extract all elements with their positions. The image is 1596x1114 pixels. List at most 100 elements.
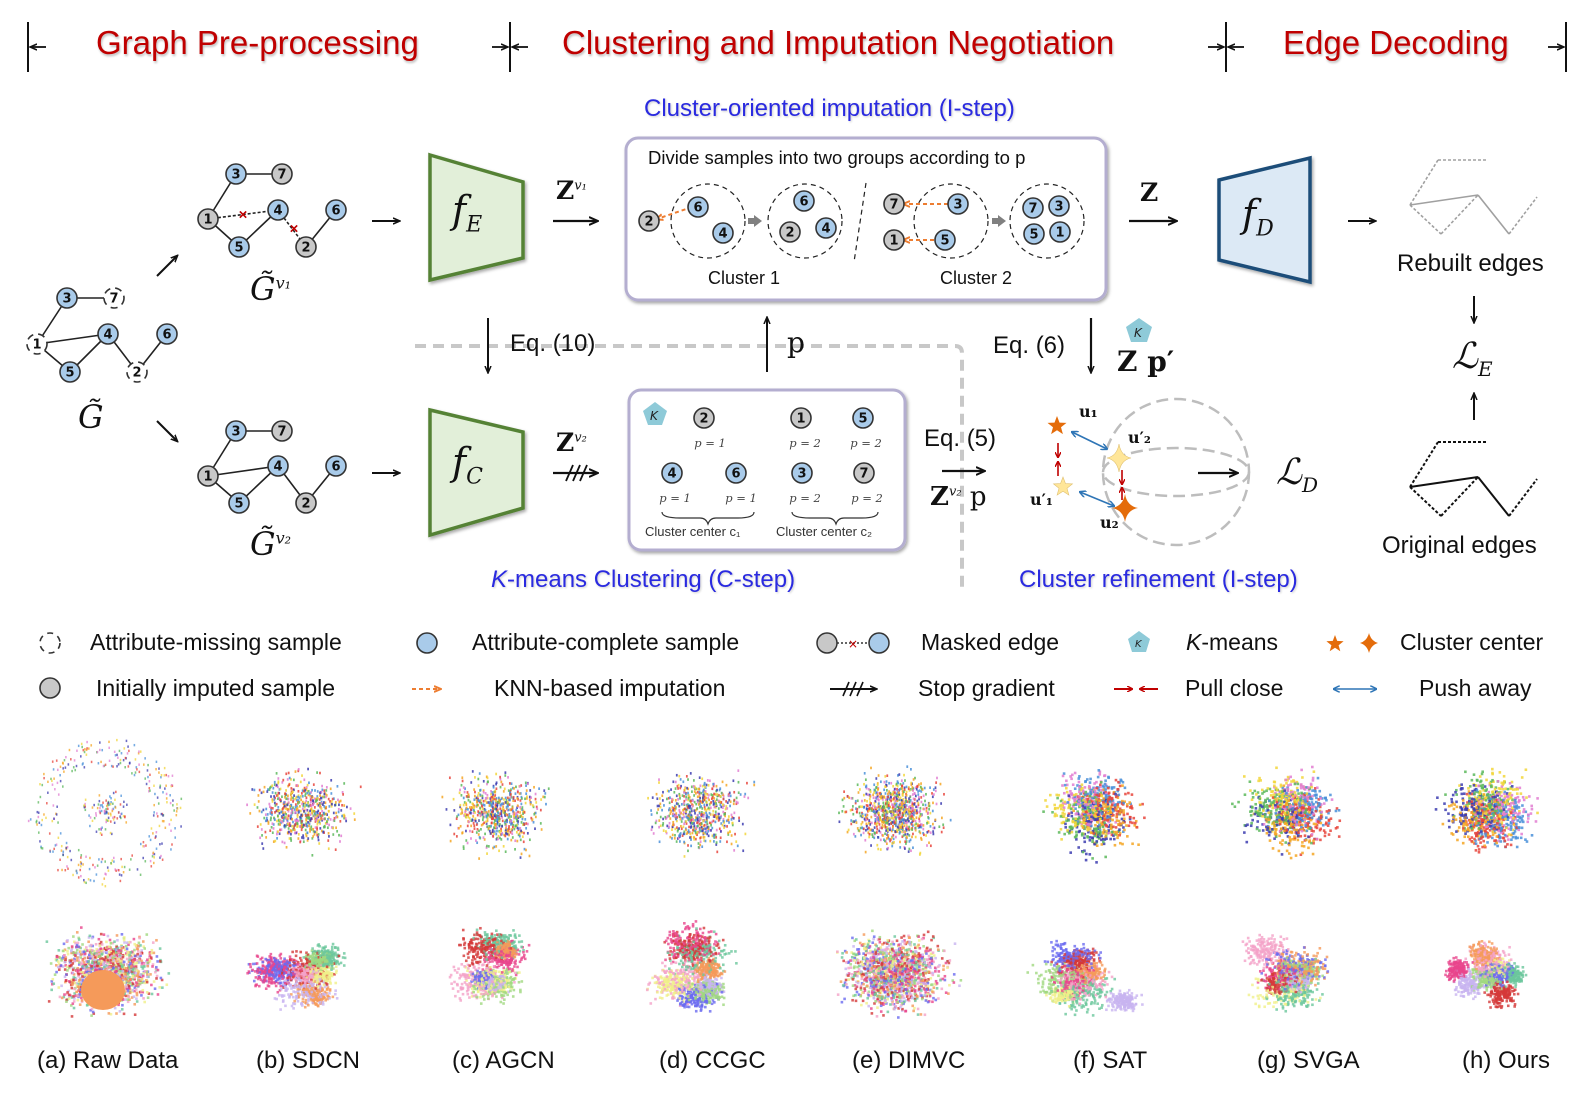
tsne-point (273, 974, 277, 978)
tsne-point (302, 991, 306, 994)
tsne-point (474, 776, 476, 779)
tsne-point (470, 811, 472, 815)
tsne-point (122, 814, 125, 818)
tsne-point (158, 986, 162, 989)
tsne-point (506, 829, 509, 832)
tsne-point (168, 823, 171, 826)
tsne-point (329, 974, 332, 977)
tsne-point (493, 830, 496, 833)
tsne-point (52, 804, 55, 807)
tsne-point (286, 974, 290, 978)
tsne-point (299, 976, 303, 980)
tsne-point (313, 812, 316, 816)
tsne-point (479, 788, 482, 792)
tsne-point (60, 844, 63, 848)
tsne-point (133, 948, 136, 952)
tsne-point (100, 948, 104, 952)
tsne-point (520, 807, 522, 811)
tsne-point (154, 836, 157, 839)
tsne-point (324, 795, 327, 799)
tsne-point (76, 985, 80, 989)
tsne-point (170, 783, 173, 787)
tsne-point (327, 809, 330, 813)
tsne-point (174, 827, 176, 830)
tsne-point (282, 807, 284, 810)
tsne-point (321, 784, 323, 788)
tsne-point (302, 823, 305, 827)
tsne-point (77, 972, 81, 976)
tsne-point (299, 950, 303, 954)
tsne-point (154, 967, 158, 971)
tsne-point (335, 811, 338, 815)
tsne-point (261, 834, 263, 837)
tsne-point (319, 794, 322, 797)
tsne-point (307, 811, 310, 815)
tsne-point (257, 984, 261, 988)
graph-node-4: 4 (712, 222, 734, 244)
tsne-point (160, 776, 162, 779)
tsne-point (79, 755, 82, 758)
tsne-point (273, 795, 276, 798)
tsne-point (483, 804, 486, 807)
tsne-point (319, 818, 322, 822)
tsne-point (169, 794, 171, 797)
tsne-point (77, 945, 81, 949)
tsne-point (111, 859, 114, 862)
tsne-point (509, 818, 511, 822)
tsne-point (316, 802, 319, 806)
tsne-point (317, 989, 321, 992)
tsne-point (119, 962, 123, 966)
tsne-point (495, 819, 498, 823)
tsne-point (75, 981, 78, 985)
tsne-point (353, 812, 356, 815)
tsne-point (508, 825, 510, 828)
tsne-point (314, 996, 318, 999)
tsne-point (112, 959, 116, 962)
tsne-point (107, 819, 110, 822)
tsne-point (483, 838, 486, 841)
tsne-point (504, 830, 507, 833)
tsne-point (525, 789, 528, 792)
tsne-point (522, 840, 525, 844)
tsne-point (341, 791, 344, 794)
tsne-point (305, 991, 308, 995)
tsne-point (302, 956, 306, 959)
tsne-point (327, 966, 331, 970)
tsne-point (57, 949, 61, 952)
tsne-point (471, 830, 474, 834)
tsne-point (496, 804, 499, 808)
tsne-point (48, 832, 51, 835)
tsne-point (139, 954, 142, 958)
tsne-point (278, 993, 281, 997)
tsne-point (323, 805, 326, 808)
tsne-point (316, 1004, 320, 1007)
tsne-point (78, 978, 82, 982)
tsne-point (142, 962, 146, 966)
tsne-point (43, 813, 45, 816)
tsne-point (301, 789, 304, 793)
tsne-point (137, 944, 140, 948)
tsne-point (262, 808, 265, 812)
tsne-point (149, 838, 152, 842)
tsne-point (477, 797, 479, 801)
tsne-point (261, 842, 264, 845)
tsne-point (53, 847, 55, 851)
tsne-point (525, 784, 527, 787)
tsne-point (465, 813, 468, 817)
tsne-point (310, 985, 314, 989)
tsne-point (479, 1002, 483, 1005)
tsne-point (510, 815, 513, 818)
tsne-point (158, 824, 161, 828)
assignment-label: p = 2 (789, 436, 821, 450)
tsne-point (514, 973, 518, 977)
tsne-point (117, 869, 120, 872)
tsne-point (113, 940, 116, 943)
tsne-point (91, 961, 94, 965)
tsne-point (123, 865, 126, 869)
attribute-complete-icon (416, 632, 438, 654)
tsne-point (500, 812, 503, 815)
tsne-point (540, 798, 543, 801)
tsne-point (467, 820, 470, 824)
tsne-point (65, 965, 69, 969)
tsne-point (100, 950, 104, 954)
